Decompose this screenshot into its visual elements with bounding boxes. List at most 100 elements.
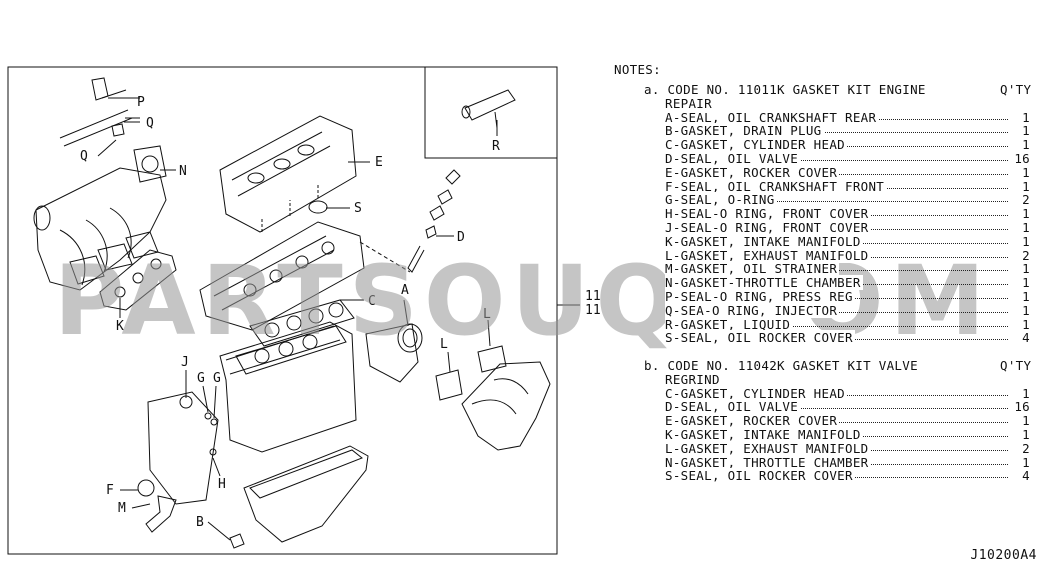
part-description: C-GASKET, CYLINDER HEAD [665, 137, 847, 153]
part-quantity: 1 [1022, 164, 1030, 180]
inset-frame [424, 66, 558, 159]
callout-n: N [179, 164, 187, 179]
part-description: N-GASKET-THROTTLE CHAMBER [665, 275, 863, 291]
part-quantity: 1 [1022, 427, 1030, 442]
fuel-rail [59, 77, 140, 147]
part-description: E-GASKET, ROCKER COVER [665, 164, 840, 180]
part-description: F-SEAL, OIL CRANKSHAFT FRONT [665, 178, 887, 194]
callout-s: S [354, 201, 362, 216]
callout-a: A [401, 283, 409, 298]
part-quantity: 1 [1022, 233, 1030, 249]
callout-e: E [375, 155, 383, 170]
diagram-frame [7, 66, 558, 555]
part-quantity: 1 [1022, 206, 1030, 222]
rocker-cover-seal [308, 200, 328, 214]
intake-manifold [33, 167, 167, 291]
part-list-item: A-SEAL, OIL CRANKSHAFT REAR 1 [665, 109, 1030, 125]
part-description: K-GASKET, INTAKE MANIFOLD [665, 427, 863, 442]
part-description: Q-SEA-O RING, INJECTOR [665, 302, 840, 318]
part-description: R-GASKET, LIQUID [665, 316, 793, 332]
front-crank-seal [137, 479, 155, 497]
reference-code: J10200A4 [970, 548, 1037, 563]
part-list-item: N-GASKET, THROTTLE CHAMBER 1 [665, 454, 1030, 470]
part-description: D-SEAL, OIL VALVE [665, 399, 801, 415]
part-list-item: E-GASKET, ROCKER COVER 1 [665, 164, 1030, 180]
part-description: M-GASKET, OIL STRAINER [665, 261, 840, 277]
exhaust-gasket-2 [477, 345, 507, 373]
part-quantity: 1 [1022, 454, 1030, 470]
callout-k: K [116, 319, 124, 334]
part-description: H-SEAL-O RING, FRONT COVER [665, 206, 871, 222]
callout-b: B [196, 515, 204, 530]
part-quantity: 1 [1022, 302, 1030, 318]
valve-assembly [359, 169, 461, 273]
part-quantity: 1 [1022, 385, 1030, 401]
callout-m: M [118, 501, 126, 516]
liquid-gasket-tube [461, 89, 516, 129]
part-description: B-GASKET, DRAIN PLUG [665, 123, 824, 139]
part-list-item: B-GASKET, DRAIN PLUG 1 [665, 123, 1030, 139]
part-description: L-GASKET, EXHAUST MANIFOLD [665, 440, 871, 456]
kit-code-11011k: 11011K [585, 289, 600, 304]
part-list-item: K-GASKET, INTAKE MANIFOLD 1 [665, 233, 1030, 249]
part-quantity: 1 [1022, 289, 1030, 304]
callout-p: P [137, 95, 145, 110]
notes-title: NOTES: [614, 62, 661, 77]
oil-strainer [145, 495, 177, 533]
part-list-item: C-GASKET, CYLINDER HEAD 1 [665, 385, 1030, 401]
part-description: K-GASKET, INTAKE MANIFOLD [665, 233, 863, 249]
part-quantity: 4 [1022, 468, 1030, 484]
callout-d: D [457, 230, 465, 245]
part-description: L-GASKET, EXHAUST MANIFOLD [665, 247, 871, 263]
part-description: S-SEAL, OIL ROCKER COVER [665, 468, 855, 484]
callout-c: C [368, 294, 376, 309]
part-list-item: F-SEAL, OIL CRANKSHAFT FRONT 1 [665, 178, 1030, 194]
callout-q: Q [80, 149, 88, 164]
part-quantity: 1 [1022, 220, 1030, 235]
part-quantity: 1 [1022, 261, 1030, 277]
part-description: A-SEAL, OIL CRANKSHAFT REAR [665, 109, 879, 125]
part-description: E-GASKET, ROCKER COVER [665, 413, 840, 429]
engine-block [219, 321, 357, 453]
exploded-gasket-diagram: P Q Q N E S D C A K L L J G G H F M B R … [7, 66, 600, 555]
part-quantity: 2 [1022, 192, 1030, 208]
cylinder-head [199, 221, 365, 331]
leader-dots [665, 408, 1008, 410]
part-quantity: 1 [1022, 109, 1030, 125]
callout-f: F [106, 483, 114, 498]
part-description: C-GASKET, CYLINDER HEAD [665, 385, 847, 401]
leader-dots [665, 325, 1008, 327]
part-quantity: 1 [1022, 178, 1030, 194]
exhaust-gasket-1 [435, 369, 463, 401]
part-list-item: H-SEAL-O RING, FRONT COVER 1 [665, 206, 1030, 222]
part-list-item: Q-SEA-O RING, INJECTOR 1 [665, 302, 1030, 318]
part-quantity: 16 [1014, 151, 1030, 166]
leader-lines [97, 97, 498, 541]
rear-crank-seal [365, 323, 423, 383]
throttle-chamber-gasket [133, 145, 167, 183]
oil-pan [243, 445, 369, 543]
part-quantity: 2 [1022, 440, 1030, 456]
leader-dots [665, 132, 1008, 134]
part-list-item: S-SEAL, OIL ROCKER COVER 4 [665, 468, 1030, 484]
part-quantity: 1 [1022, 123, 1030, 139]
leader-dots [665, 160, 1008, 161]
part-list-item: G-SEAL, O-RING 2 [665, 192, 1030, 208]
rocker-cover [219, 115, 357, 233]
part-quantity: 4 [1022, 330, 1030, 346]
part-list-item: L-GASKET, EXHAUST MANIFOLD 2 [665, 440, 1030, 456]
part-description: N-GASKET, THROTTLE CHAMBER [665, 454, 871, 470]
callout-j: J [181, 355, 189, 370]
callout-l: L [483, 307, 491, 322]
part-description: G-SEAL, O-RING [665, 192, 777, 208]
callout-h: H [218, 477, 226, 492]
